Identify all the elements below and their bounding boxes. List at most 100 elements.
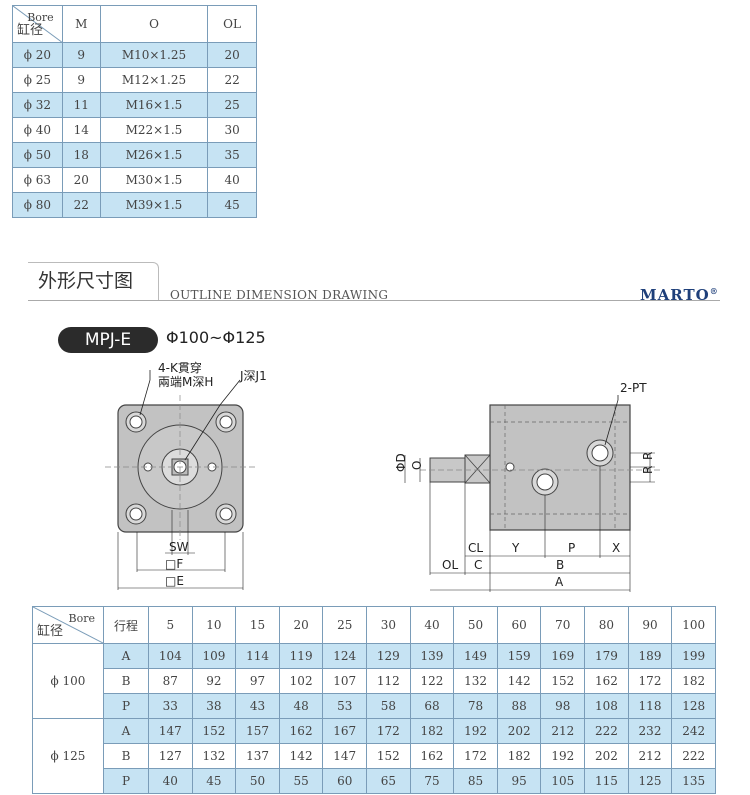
value-cell: 182 [671,668,716,694]
value-cell: 97 [235,668,280,694]
bore-cn-label: 缸径 [17,23,44,38]
value-cell: 202 [496,718,542,744]
value-cell: 88 [496,693,542,719]
value-cell: 129 [366,643,411,669]
value-cell: 95 [496,768,542,794]
value-cell: 162 [278,718,324,744]
value-cell: 162 [409,743,455,769]
label-f: □F [165,557,183,571]
header-o: O [99,5,209,43]
bore-cell: ϕ 63 [12,167,63,193]
value-cell: 199 [671,643,716,669]
value-cell: 172 [366,718,411,744]
m-cell: 22 [61,192,101,218]
value-cell: 147 [148,718,193,744]
bore-cn-label: 缸径 [37,624,64,639]
diagonal-divider [13,6,62,42]
table-row: ϕ 80 22 M39×1.5 45 [12,192,257,218]
value-cell: 142 [496,668,542,694]
stroke-header: 行程 [103,606,149,644]
bore-en-label: Bore [27,11,54,24]
o-cell: M22×1.5 [99,117,209,143]
label-ol: OL [442,558,458,572]
label-b: B [556,558,564,572]
label-d: ΦD [394,453,408,472]
bore-en-label: Bore [68,612,95,625]
value-cell: 115 [584,768,629,794]
value-cell: 60 [322,768,368,794]
ol-cell: 35 [207,142,257,168]
header-divider [28,300,720,301]
value-cell: 50 [235,768,280,794]
header-ol: OL [207,5,257,43]
value-cell: 189 [627,643,673,669]
stroke-value: 20 [278,606,324,644]
front-view [105,370,255,590]
o-cell: M39×1.5 [99,192,209,218]
ol-cell: 40 [207,167,257,193]
value-cell: 108 [584,693,629,719]
value-cell: 212 [540,718,586,744]
dimension-key-cell: P [103,768,149,794]
value-cell: 107 [322,668,368,694]
value-cell: 142 [278,743,324,769]
bore-cell: ϕ 20 [12,42,63,68]
m-cell: 14 [61,117,101,143]
value-cell: 48 [278,693,324,719]
section-header-frame [28,262,159,301]
label-y: Y [511,541,520,555]
label-x: X [612,541,620,555]
value-cell: 169 [540,643,586,669]
header-m: M [61,5,101,43]
value-cell: 179 [584,643,629,669]
value-cell: 152 [191,718,237,744]
stroke-dimension-table: Bore 缸径 行程 5 10 15 20 25 30 40 50 60 70 … [32,606,716,794]
bore-cell: ϕ 40 [12,117,63,143]
value-cell: 75 [409,768,455,794]
stroke-value: 90 [627,606,673,644]
section-subtitle: OUTLINE DIMENSION DRAWING [170,288,389,302]
value-cell: 33 [148,693,193,719]
value-cell: 118 [627,693,673,719]
bore-thread-table: Bore 缸径 M O OL ϕ 20 9 M10×1.25 20 ϕ 25 9… [12,5,257,218]
value-cell: 212 [627,743,673,769]
value-cell: 172 [453,743,498,769]
o-cell: M16×1.5 [99,92,209,118]
label-r2: R [641,466,655,474]
value-cell: 192 [540,743,586,769]
bore-cell: ϕ 80 [12,192,63,218]
label-pt: 2-PT [620,381,647,395]
value-cell: 85 [453,768,498,794]
value-cell: 65 [366,768,411,794]
stroke-value: 40 [409,606,455,644]
m-cell: 11 [61,92,101,118]
label-cl: CL [468,541,483,555]
m-cell: 9 [61,67,101,93]
section-title: 外形尺寸图 [38,270,134,292]
stroke-value: 100 [671,606,716,644]
table-row: ϕ 40 14 M22×1.5 30 [12,117,257,143]
bore-cell: ϕ 25 [12,67,63,93]
value-cell: 112 [366,668,411,694]
dimension-key-cell: B [103,668,149,694]
table-row: ϕ 20 9 M10×1.25 20 [12,42,257,68]
value-cell: 58 [366,693,411,719]
brand-logo: MARTO® [640,286,719,304]
stroke-value: 10 [191,606,237,644]
stroke-value: 15 [235,606,280,644]
ol-cell: 30 [207,117,257,143]
bore-cell: ϕ 50 [12,142,63,168]
dimension-key-cell: P [103,693,149,719]
label-p: P [568,541,575,555]
value-cell: 192 [453,718,498,744]
value-cell: 132 [191,743,237,769]
value-cell: 68 [409,693,455,719]
value-cell: 222 [671,743,716,769]
value-cell: 232 [627,718,673,744]
table-header-row: Bore 缸径 行程 5 10 15 20 25 30 40 50 60 70 … [32,606,716,644]
m-cell: 9 [61,42,101,68]
